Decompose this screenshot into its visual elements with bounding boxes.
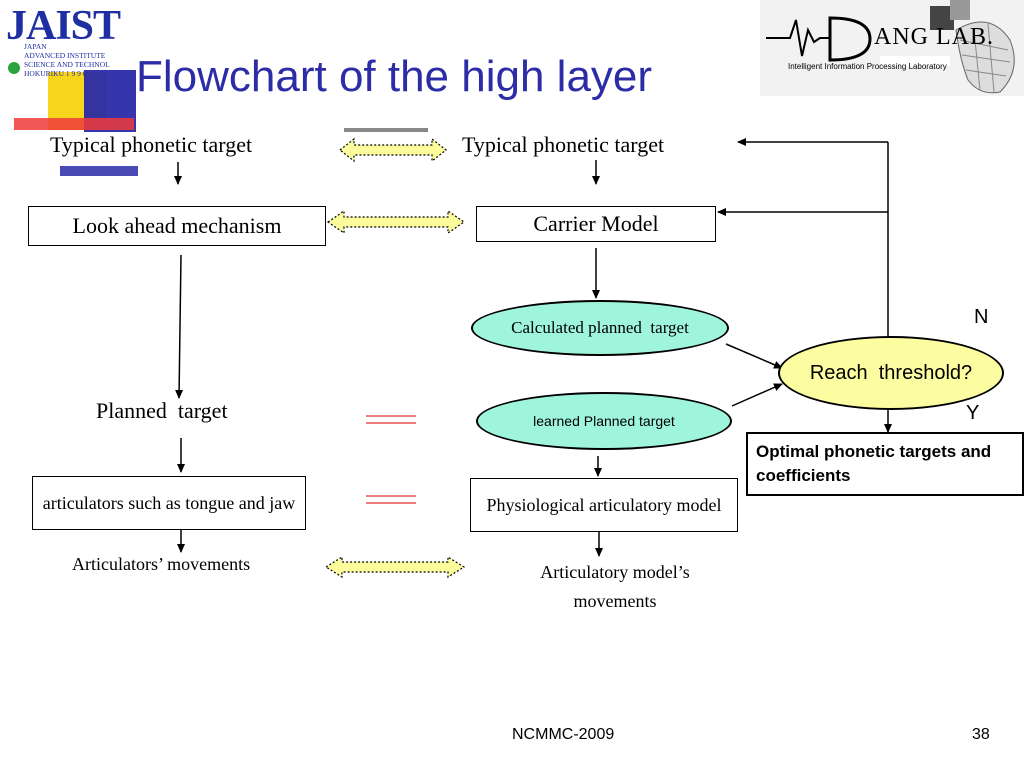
jaist-logo-text: JAPAN ADVANCED INSTITUTE SCIENCE AND TEC… (24, 42, 110, 78)
deco-blue-bar (60, 166, 138, 176)
optimal-output-box: Optimal phonetic targets and coefficient… (746, 432, 1024, 496)
articulators-movements-label: Articulators’ movements (72, 554, 251, 574)
jaist-line-4: HOKURIKU 1 9 9 0 (24, 69, 87, 78)
right-typical-target: Typical phonetic target (462, 132, 665, 157)
carrier-model-box: Carrier Model (476, 206, 716, 242)
decision-no-label: N (974, 306, 989, 328)
equals-mark-planned (366, 415, 416, 424)
arrow-calculated-to-decision (725, 343, 783, 369)
jaist-line-3: SCIENCE AND TECHNOL (24, 60, 110, 69)
jaist-logo-wordmark: JAIST (6, 3, 121, 49)
danglab-logo-graphic (760, 0, 1024, 96)
jaist-line-1: JAPAN (24, 42, 47, 51)
double-arrow-movements (324, 555, 466, 579)
double-arrow-typical (339, 137, 447, 163)
deco-red-bar (14, 118, 134, 130)
jaist-logo: JAIST JAPAN ADVANCED INSTITUTE SCIENCE A… (4, 2, 128, 78)
page-number: 38 (972, 726, 990, 743)
articulators-box: articulators such as tongue and jaw (32, 476, 306, 530)
slide-title: Flowchart of the high layer (136, 52, 653, 101)
planned-target-label: Planned target (96, 398, 228, 423)
danglab-logo-name: ANG LAB. (874, 24, 994, 50)
decision-ellipse: Reach threshold? (778, 336, 1004, 410)
calculated-target-ellipse: Calculated planned target (471, 300, 729, 356)
danglab-logo: ANG LAB. Intelligent Information Process… (760, 0, 1024, 96)
jaist-logo-dot (8, 62, 20, 74)
physio-model-box: Physiological articulatory model (470, 478, 738, 532)
learned-target-ellipse: learned Planned target (476, 392, 732, 450)
left-typical-target: Typical phonetic target (50, 132, 253, 157)
deco-gray-bar (344, 128, 428, 132)
arrow-learned-to-decision (731, 383, 783, 407)
arrow-lookahead-to-planned (175, 254, 184, 399)
danglab-logo-subtitle: Intelligent Information Processing Labor… (788, 62, 947, 71)
equals-mark-articulators (366, 495, 416, 504)
footer-center: NCMMC-2009 (512, 726, 615, 743)
articulatory-model-movements-label: Articulatory model’s movements (540, 562, 690, 611)
double-arrow-lookahead-carrier (326, 209, 466, 235)
jaist-line-2: ADVANCED INSTITUTE (24, 51, 106, 60)
decision-yes-label: Y (966, 402, 980, 424)
look-ahead-box: Look ahead mechanism (28, 206, 326, 246)
